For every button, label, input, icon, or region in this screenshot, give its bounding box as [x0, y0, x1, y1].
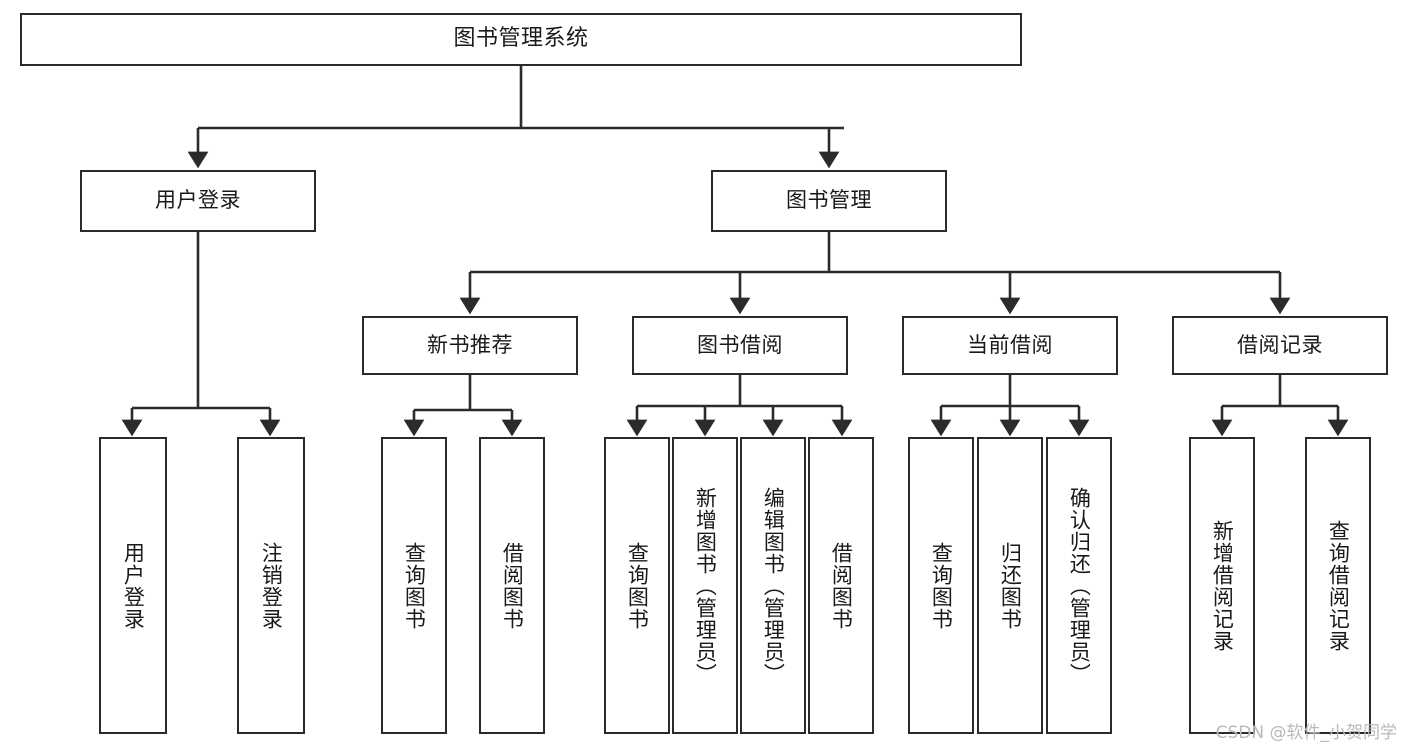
- leaf-record-query-record[interactable]: 查询借阅记录: [1305, 437, 1371, 734]
- node-label: 借阅记录: [1237, 332, 1323, 357]
- watermark: CSDN @软件_小贺同学: [1215, 723, 1397, 743]
- node-label: 查询图书: [402, 541, 427, 630]
- leaf-user-login[interactable]: 用户登录: [99, 437, 167, 734]
- node-root-system[interactable]: 图书管理系统: [20, 13, 1022, 66]
- node-label: 图书管理: [786, 188, 872, 213]
- leaf-newbook-borrow-book[interactable]: 借阅图书: [479, 437, 545, 734]
- node-label: 借阅图书: [829, 541, 854, 630]
- node-label: 编辑图书（管理员）: [761, 486, 786, 685]
- node-label: 注销登录: [259, 541, 284, 630]
- node-current-borrow[interactable]: 当前借阅: [902, 316, 1118, 375]
- node-label: 借阅图书: [500, 541, 525, 630]
- leaf-borrow-borrow-book[interactable]: 借阅图书: [808, 437, 874, 734]
- node-label: 用户登录: [121, 541, 146, 630]
- leaf-newbook-query-book[interactable]: 查询图书: [381, 437, 447, 734]
- node-label: 图书借阅: [697, 332, 783, 357]
- node-label: 新增借阅记录: [1210, 519, 1235, 652]
- node-borrow-record[interactable]: 借阅记录: [1172, 316, 1388, 375]
- leaf-borrow-query-book[interactable]: 查询图书: [604, 437, 670, 734]
- node-label: 归还图书: [998, 541, 1023, 630]
- node-user-login[interactable]: 用户登录: [80, 170, 316, 232]
- node-label: 确认归还（管理员）: [1067, 486, 1092, 685]
- node-label: 用户登录: [155, 188, 241, 213]
- node-label: 新增图书（管理员）: [693, 486, 718, 685]
- node-label: 查询借阅记录: [1326, 519, 1351, 652]
- node-new-book-recommend[interactable]: 新书推荐: [362, 316, 578, 375]
- node-label: 查询图书: [929, 541, 954, 630]
- leaf-borrow-add-book-admin[interactable]: 新增图书（管理员）: [672, 437, 738, 734]
- leaf-current-query-book[interactable]: 查询图书: [908, 437, 974, 734]
- node-label: 查询图书: [625, 541, 650, 630]
- node-book-borrow[interactable]: 图书借阅: [632, 316, 848, 375]
- leaf-borrow-edit-book-admin[interactable]: 编辑图书（管理员）: [740, 437, 806, 734]
- leaf-record-add-record[interactable]: 新增借阅记录: [1189, 437, 1255, 734]
- node-book-management[interactable]: 图书管理: [711, 170, 947, 232]
- leaf-user-logout[interactable]: 注销登录: [237, 437, 305, 734]
- node-label: 当前借阅: [967, 332, 1053, 357]
- leaf-current-confirm-return-admin[interactable]: 确认归还（管理员）: [1046, 437, 1112, 734]
- leaf-current-return-book[interactable]: 归还图书: [977, 437, 1043, 734]
- node-label: 图书管理系统: [453, 26, 589, 52]
- node-label: 新书推荐: [427, 332, 513, 357]
